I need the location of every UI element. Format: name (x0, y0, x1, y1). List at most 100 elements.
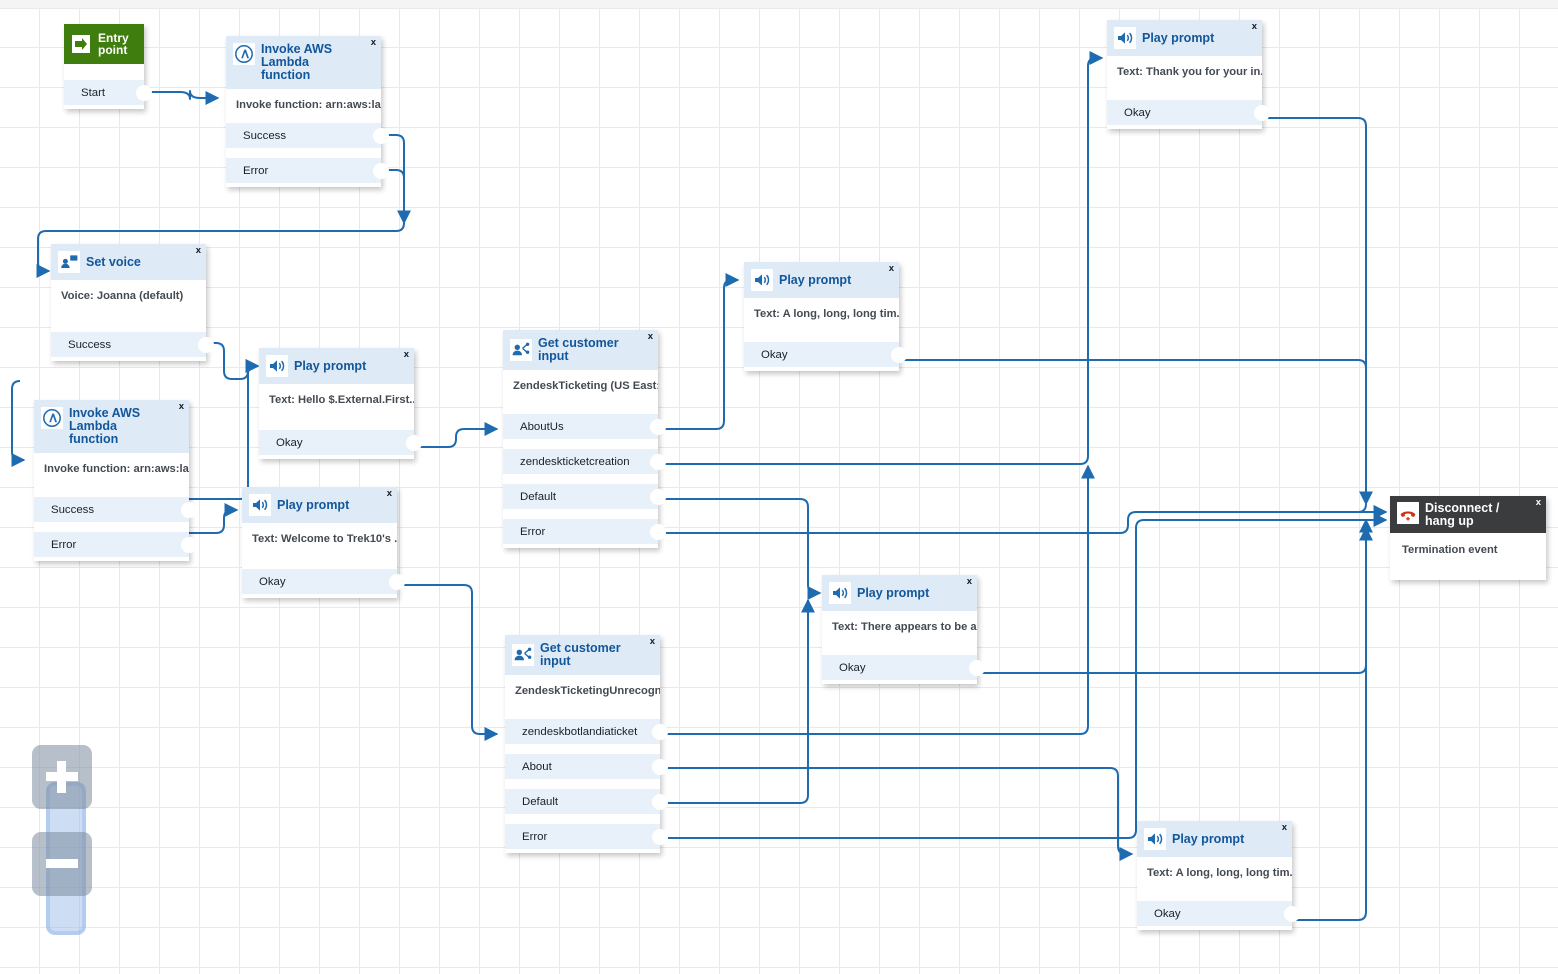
node-play-prompt-thank-you[interactable]: Play prompt x Text: Thank you for your i… (1107, 20, 1269, 129)
close-icon[interactable]: x (1535, 497, 1541, 508)
node-entry-point[interactable]: Entry point Start (64, 24, 151, 109)
node-header: Play prompt x (1137, 821, 1292, 857)
port-okay[interactable]: Okay (744, 342, 906, 367)
port-okay[interactable]: Okay (1137, 901, 1299, 926)
port-connector-dot[interactable] (182, 502, 196, 517)
node-subtitle: Invoke function: arn:aws:la... (236, 99, 381, 111)
port-label: Success (51, 503, 95, 516)
node-title: Get customer input (540, 641, 621, 668)
port-connector-dot[interactable] (137, 85, 151, 100)
port-okay[interactable]: Okay (1107, 100, 1269, 125)
port-okay[interactable]: Okay (259, 430, 421, 455)
port-aboutus[interactable]: AboutUs (503, 414, 665, 439)
node-title: Play prompt (1172, 831, 1245, 846)
port-connector-dot[interactable] (182, 537, 196, 552)
node-ports: Okay (1137, 901, 1299, 930)
node-header: Set voice x (51, 244, 206, 280)
speaker-icon (751, 269, 773, 291)
port-label: Okay (839, 661, 866, 674)
port-about[interactable]: About (505, 754, 667, 779)
node-title: Invoke AWS Lambda function (261, 42, 333, 82)
port-label: Okay (1124, 106, 1151, 119)
node-subtitle: ZendeskTicketingUnrecogn... (515, 685, 660, 697)
port-success[interactable]: Success (34, 497, 196, 522)
close-icon[interactable]: x (649, 636, 655, 647)
port-start[interactable]: Start (64, 80, 151, 105)
close-icon[interactable]: x (1281, 822, 1287, 833)
node-subtitle (64, 64, 144, 80)
port-connector-dot[interactable] (390, 574, 404, 589)
node-title: Entry point (98, 30, 129, 57)
node-subtitle: Text: A long, long, long tim... (1147, 867, 1292, 879)
speaker-icon (829, 582, 851, 604)
node-title: Get customer input (538, 336, 619, 363)
port-error[interactable]: Error (503, 519, 665, 544)
close-icon[interactable]: x (966, 576, 972, 587)
node-invoke-lambda-1[interactable]: Invoke AWS Lambda function x Invoke func… (226, 36, 388, 187)
close-icon[interactable]: x (195, 245, 201, 256)
port-connector-dot[interactable] (651, 489, 665, 504)
port-connector-dot[interactable] (407, 435, 421, 450)
node-subtitle: Text: Hello $.External.First... (269, 394, 414, 406)
zoom-out-button[interactable] (32, 832, 92, 896)
node-subtitle: Voice: Joanna (default) (61, 290, 184, 302)
lambda-icon (233, 43, 255, 65)
port-success[interactable]: Success (51, 332, 213, 357)
close-icon[interactable]: x (647, 331, 653, 342)
port-connector-dot[interactable] (653, 724, 667, 739)
port-label: Okay (761, 348, 788, 361)
port-connector-dot[interactable] (651, 454, 665, 469)
node-header: Play prompt x (242, 487, 397, 523)
node-play-prompt-hello[interactable]: Play prompt x Text: Hello $.External.Fir… (259, 348, 421, 459)
close-icon[interactable]: x (403, 349, 409, 360)
port-error[interactable]: Error (34, 532, 196, 557)
node-header: Disconnect / hang up x (1390, 496, 1546, 533)
port-error[interactable]: Error (505, 824, 667, 849)
close-icon[interactable]: x (370, 37, 376, 48)
port-connector-dot[interactable] (1255, 105, 1269, 120)
port-connector-dot[interactable] (892, 347, 906, 362)
port-success[interactable]: Success (226, 123, 388, 148)
port-okay[interactable]: Okay (242, 569, 404, 594)
node-header: Play prompt x (822, 575, 977, 611)
zoom-in-button[interactable] (32, 745, 92, 809)
port-okay[interactable]: Okay (822, 655, 984, 680)
port-connector-dot[interactable] (653, 794, 667, 809)
port-connector-dot[interactable] (1285, 906, 1299, 921)
port-zendeskbotlandiaticket[interactable]: zendeskbotlandiaticket (505, 719, 667, 744)
close-icon[interactable]: x (386, 488, 392, 499)
port-label: Start (81, 86, 106, 99)
node-get-customer-input-1[interactable]: Get customer input x ZendeskTicketing (U… (503, 330, 665, 548)
zoom-controls[interactable] (32, 745, 92, 935)
node-play-prompt-long-time-1[interactable]: Play prompt x Text: A long, long, long t… (744, 262, 906, 371)
port-connector-dot[interactable] (653, 829, 667, 844)
node-invoke-lambda-2[interactable]: Invoke AWS Lambda function x Invoke func… (34, 400, 196, 561)
node-play-prompt-there-appears[interactable]: Play prompt x Text: There appears to be … (822, 575, 984, 684)
port-connector-dot[interactable] (199, 337, 213, 352)
node-ports: Success (51, 332, 213, 361)
node-subtitle: Termination event (1402, 544, 1498, 556)
port-zendeskticketcreation[interactable]: zendeskticketcreation (503, 449, 665, 474)
node-play-prompt-long-time-2[interactable]: Play prompt x Text: A long, long, long t… (1137, 821, 1299, 930)
node-ports: Okay (822, 655, 984, 684)
node-subtitle: Text: Thank you for your in... (1117, 66, 1262, 78)
port-connector-dot[interactable] (653, 759, 667, 774)
port-default[interactable]: Default (503, 484, 665, 509)
close-icon[interactable]: x (888, 263, 894, 274)
port-error[interactable]: Error (226, 158, 388, 183)
port-connector-dot[interactable] (374, 128, 388, 143)
port-connector-dot[interactable] (651, 419, 665, 434)
port-connector-dot[interactable] (651, 524, 665, 539)
speaker-icon (266, 355, 288, 377)
close-icon[interactable]: x (1251, 21, 1257, 32)
port-default[interactable]: Default (505, 789, 667, 814)
port-label: Okay (276, 436, 303, 449)
node-disconnect-hang-up[interactable]: Disconnect / hang up x Termination event (1390, 496, 1546, 580)
node-get-customer-input-2[interactable]: Get customer input x ZendeskTicketingUnr… (505, 635, 667, 853)
port-connector-dot[interactable] (374, 163, 388, 178)
node-set-voice[interactable]: Set voice x Voice: Joanna (default) Succ… (51, 244, 213, 361)
port-connector-dot[interactable] (970, 660, 984, 675)
close-icon[interactable]: x (178, 401, 184, 412)
node-play-prompt-welcome[interactable]: Play prompt x Text: Welcome to Trek10's … (242, 487, 404, 598)
